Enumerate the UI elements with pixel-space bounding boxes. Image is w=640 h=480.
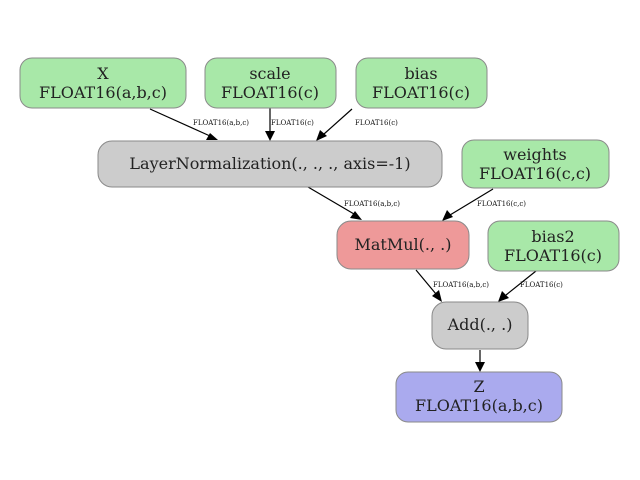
- edge-label: FLOAT16(a,b,c): [433, 281, 489, 289]
- node-weights: weights FLOAT16(c,c): [461, 139, 610, 189]
- edge-add-to-z: [475, 350, 485, 372]
- edge-label: FLOAT16(c): [355, 119, 398, 127]
- node-name: weights: [503, 145, 566, 164]
- node-x: X FLOAT16(a,b,c): [19, 57, 187, 109]
- node-name: bias: [404, 64, 437, 83]
- node-scale: scale FLOAT16(c): [204, 57, 337, 109]
- node-type: FLOAT16(c): [504, 246, 602, 265]
- edge-bias2-to-add: FLOAT16(c): [498, 270, 563, 302]
- node-bias: bias FLOAT16(c): [355, 57, 488, 109]
- node-layernormalization: LayerNormalization(., ., ., axis=-1): [97, 140, 443, 188]
- node-op-label: LayerNormalization(., ., ., axis=-1): [129, 154, 410, 173]
- node-z: Z FLOAT16(a,b,c): [395, 371, 563, 423]
- edge-label: FLOAT16(c): [520, 281, 563, 289]
- node-type: FLOAT16(c,c): [479, 164, 591, 183]
- node-type: FLOAT16(c): [372, 83, 470, 102]
- edge-bias-to-layernorm: FLOAT16(c): [316, 108, 398, 141]
- node-bias2: bias2 FLOAT16(c): [487, 220, 620, 272]
- node-name: bias2: [531, 227, 574, 246]
- edge-weights-to-matmul: FLOAT16(c,c): [442, 188, 526, 221]
- node-type: FLOAT16(c): [221, 83, 319, 102]
- node-add: Add(., .): [431, 301, 529, 350]
- node-op-label: Add(., .): [447, 315, 513, 334]
- node-name: X: [97, 64, 109, 83]
- node-matmul: MatMul(., .): [336, 220, 470, 270]
- node-type: FLOAT16(a,b,c): [39, 83, 167, 102]
- node-type: FLOAT16(a,b,c): [415, 396, 543, 415]
- edge-label: FLOAT16(a,b,c): [193, 119, 249, 127]
- node-name: scale: [249, 64, 290, 83]
- edge-layernorm-to-matmul: FLOAT16(a,b,c): [307, 186, 400, 220]
- edge-x-to-layernorm: FLOAT16(a,b,c): [149, 108, 249, 140]
- edge-label: FLOAT16(c,c): [477, 200, 526, 208]
- edge-label: FLOAT16(c): [271, 119, 314, 127]
- edge-label: FLOAT16(a,b,c): [344, 200, 400, 208]
- edge-scale-to-layernorm: FLOAT16(c): [265, 108, 314, 141]
- node-op-label: MatMul(., .): [355, 235, 452, 254]
- node-name: Z: [473, 377, 484, 396]
- edge-matmul-to-add: FLOAT16(a,b,c): [415, 269, 489, 302]
